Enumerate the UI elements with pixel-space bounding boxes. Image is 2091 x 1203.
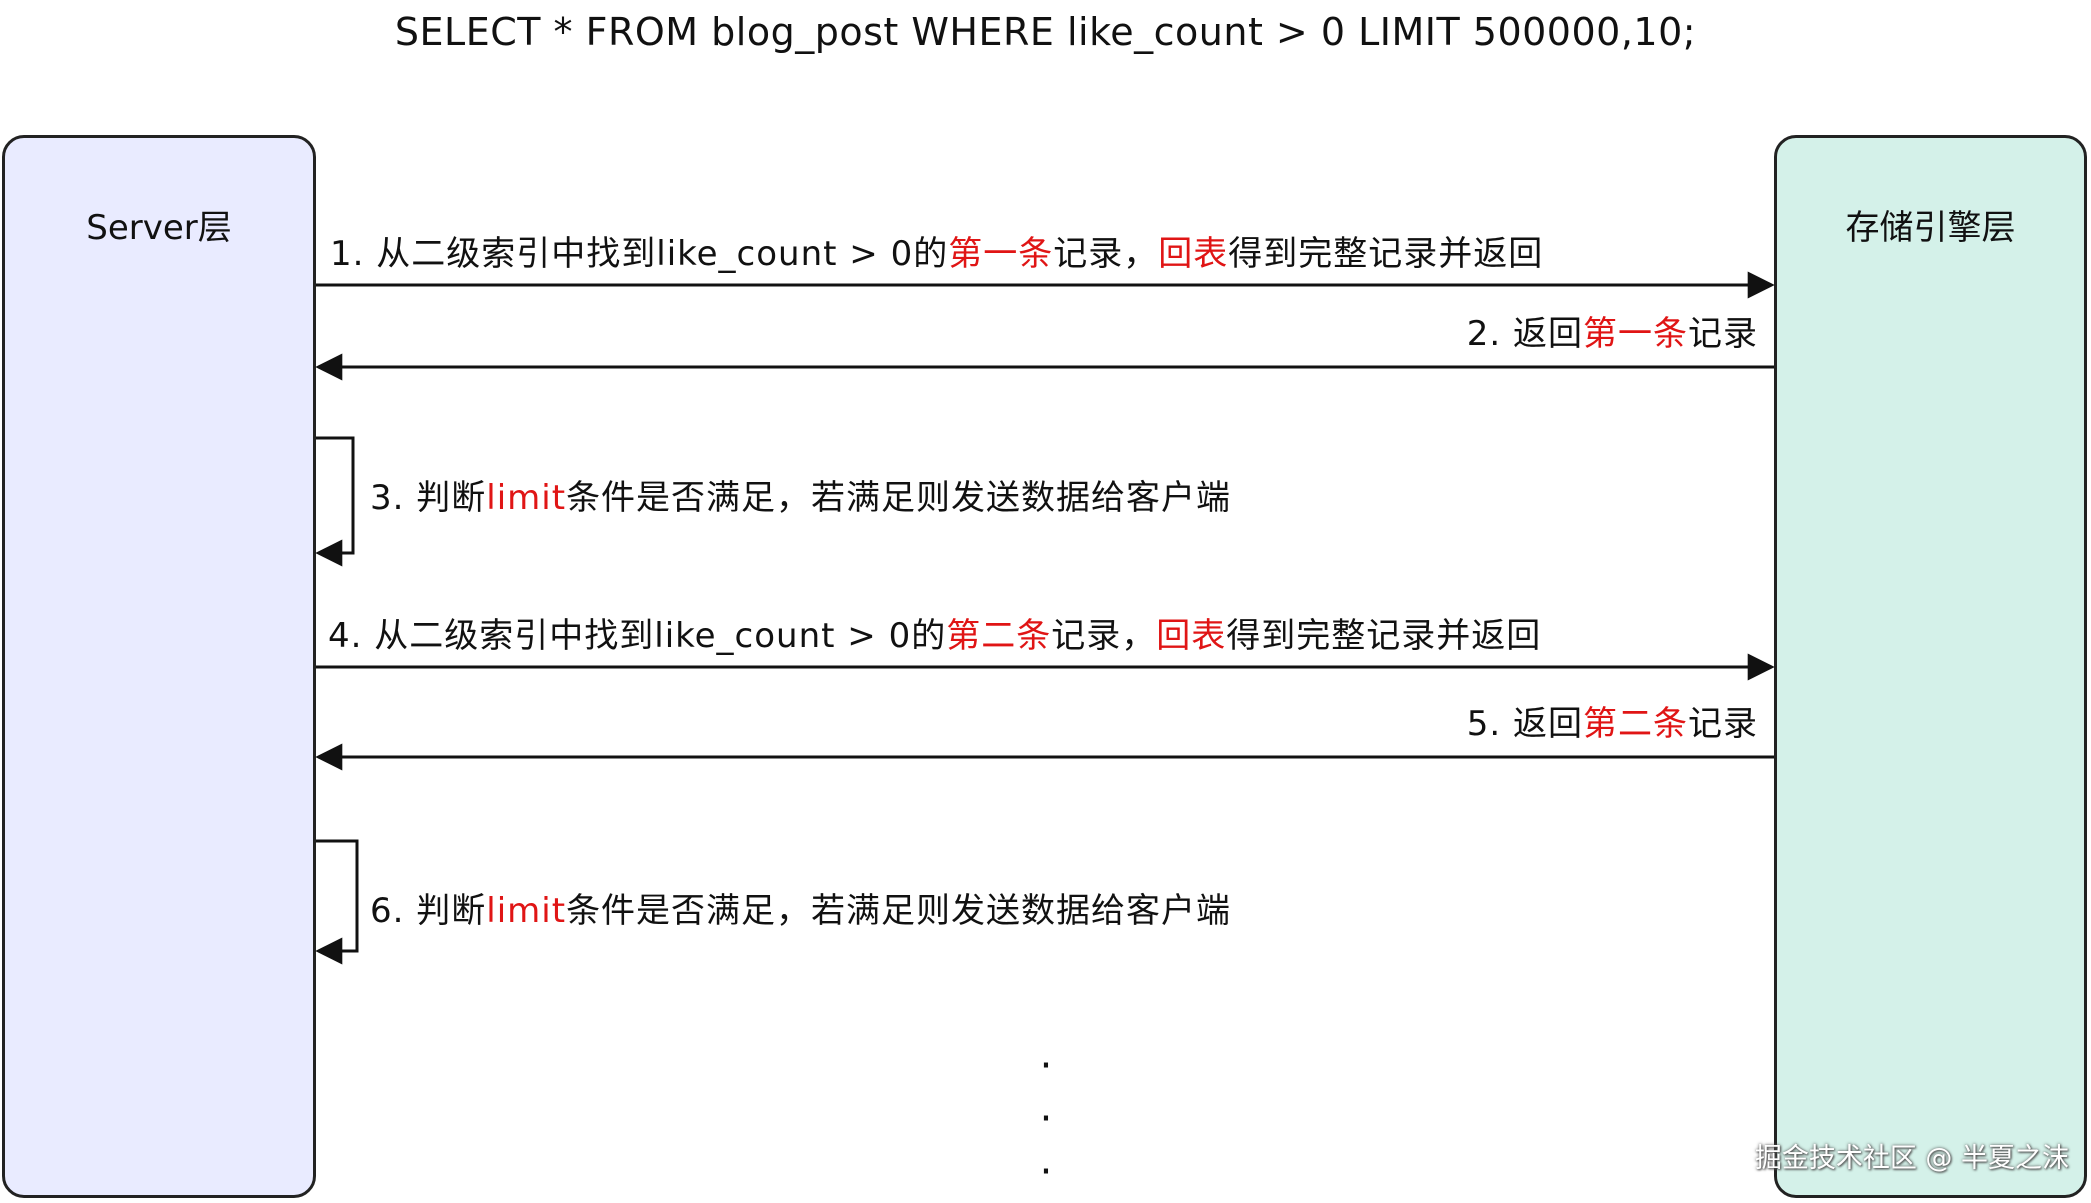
step-4-label: 4. 从二级索引中找到like_count > 0的第二条记录，回表得到完整记录… — [328, 616, 1542, 656]
step-2-label: 2. 返回第一条记录 — [1466, 314, 1758, 354]
arrow-step-6-self-loop — [315, 839, 359, 965]
step-5-label: 5. 返回第二条记录 — [1466, 704, 1758, 744]
watermark: 掘金技术社区 @ 半夏之沫 — [1754, 1143, 2069, 1174]
storage-engine-layer-lane: 存储引擎层 — [1774, 135, 2087, 1198]
sql-query-title: SELECT * FROM blog_post WHERE like_count… — [394, 10, 1697, 54]
server-layer-label: Server层 — [86, 208, 232, 248]
storage-engine-layer-label: 存储引擎层 — [1845, 208, 2016, 248]
continuation-ellipsis: · · · — [1039, 1043, 1053, 1195]
step-1-label: 1. 从二级索引中找到like_count > 0的第一条记录，回表得到完整记录… — [330, 234, 1544, 274]
step-6-label: 6. 判断limit条件是否满足，若满足则发送数据给客户端 — [370, 891, 1232, 931]
server-layer-lane: Server层 — [2, 135, 316, 1198]
step-3-label: 3. 判断limit条件是否满足，若满足则发送数据给客户端 — [370, 478, 1232, 518]
arrow-step-3-self-loop — [315, 436, 355, 567]
